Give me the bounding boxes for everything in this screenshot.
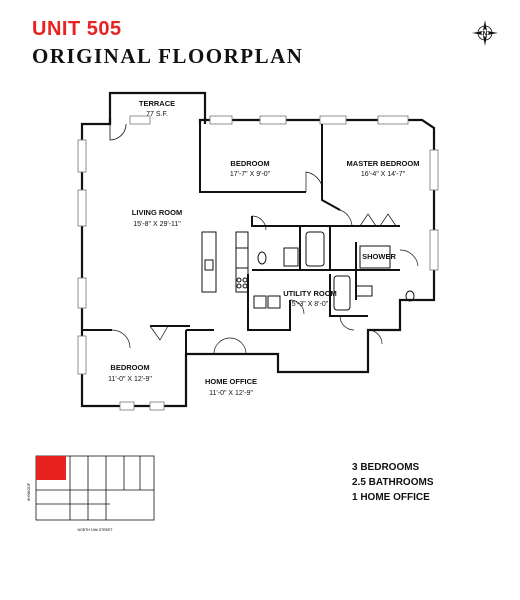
window [129, 115, 151, 125]
window [259, 115, 287, 125]
interior-wall [321, 124, 341, 211]
compass-icon: N [472, 20, 498, 46]
window [209, 115, 233, 125]
interior-wall [199, 124, 306, 193]
room-size-terrace: 77 S.F. [146, 111, 168, 118]
room-name-living-room: LIVING ROOM [132, 208, 182, 217]
compass-letter: N [483, 32, 487, 38]
unit-title: UNIT 505 [32, 18, 122, 40]
door-swing [367, 329, 383, 345]
room-size-master-bedroom: 16'-4" X 14'-7" [361, 171, 406, 178]
room-name-home-office: HOME OFFICE [205, 377, 257, 386]
unit-summary: 3 BEDROOMS 2.5 BATHROOMS 1 HOME OFFICE [352, 460, 434, 505]
room-size-living-room: 15'-8" X 29'-11" [133, 221, 181, 228]
kitchen-island [201, 231, 217, 293]
washer [253, 295, 267, 309]
room-name-utility-room: UTILITY ROOM [283, 289, 337, 298]
plan-title: ORIGINAL FLOORPLAN [32, 44, 304, 68]
room-size-bedroom-bottom: 11'-0" X 12'-9" [108, 376, 152, 383]
summary-office: 1 HOME OFFICE [352, 492, 430, 503]
kitchen-counter [235, 231, 249, 293]
room-size-home-office: 11'-0" X 12'-9" [209, 390, 253, 397]
shower-stall [359, 245, 391, 269]
dryer [267, 295, 281, 309]
door-swing [251, 215, 267, 231]
kitchen-sink [204, 259, 214, 271]
room-name-master-bedroom: MASTER BEDROOM [347, 159, 420, 168]
toilet [257, 251, 267, 265]
vanity [355, 285, 373, 297]
key-plan-outline [35, 455, 155, 521]
key-plan-side-street: WYNKOOP [27, 482, 31, 501]
window [377, 115, 409, 125]
door-swing [109, 123, 127, 141]
window [77, 189, 87, 227]
door-swing [379, 213, 397, 227]
window [77, 139, 87, 173]
room-name-terrace: TERRACE [139, 99, 175, 108]
window [77, 277, 87, 309]
interior-wall [329, 274, 368, 317]
room-name-bedroom-top: BEDROOM [230, 159, 269, 168]
terrace-wall [108, 91, 207, 124]
door-swing [399, 249, 419, 267]
door-swing [213, 337, 231, 355]
door-swing [339, 209, 353, 227]
bathtub [305, 231, 325, 267]
window [149, 401, 165, 411]
summary-bedrooms: 3 BEDROOMS [352, 462, 420, 473]
toilet [405, 290, 415, 302]
key-plan-bottom-street: NORTH 19th STREET [78, 528, 114, 532]
bathtub [333, 275, 351, 311]
door-swing [359, 213, 377, 227]
vanity [283, 247, 299, 267]
summary-bathrooms: 2.5 BATHROOMS [352, 477, 434, 488]
room-size-bedroom-top: 17'-7" X 9'-0" [230, 171, 271, 178]
interior-wall [247, 274, 291, 331]
room-name-bedroom-bottom: BEDROOM [110, 363, 149, 372]
door-swing [111, 329, 131, 349]
room-name-shower: SHOWER [362, 252, 396, 261]
window [429, 229, 439, 271]
window [77, 335, 87, 375]
window [119, 401, 135, 411]
door-swing [305, 171, 323, 192]
interior-wall [251, 216, 331, 270]
door-swing [149, 325, 169, 341]
exterior-wall [80, 118, 436, 408]
room-size-utility-room: 5'-3" X 8'-0" [292, 301, 329, 308]
door-swing [339, 315, 355, 331]
door-swing [289, 299, 305, 315]
door-swing [229, 337, 247, 355]
unit-highlight [36, 456, 66, 480]
window [319, 115, 347, 125]
window [429, 149, 439, 191]
